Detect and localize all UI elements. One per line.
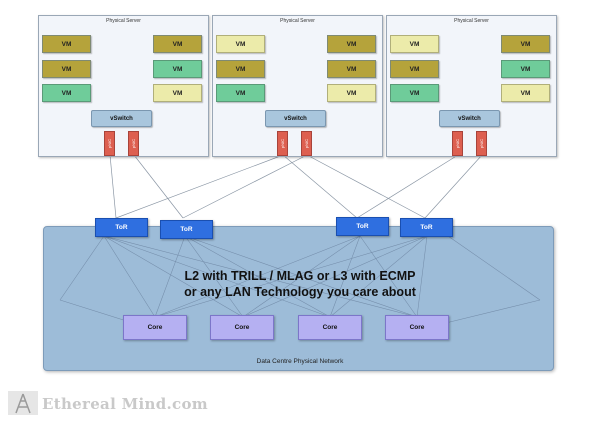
tor-switch[interactable]: ToR bbox=[160, 220, 213, 239]
vm-box[interactable]: VM bbox=[216, 84, 265, 102]
vm-box[interactable]: VM bbox=[42, 84, 91, 102]
network-footer-label: Data Centre Physical Network bbox=[256, 358, 344, 365]
vm-box[interactable]: VM bbox=[327, 60, 376, 78]
tor-switch[interactable]: ToR bbox=[95, 218, 148, 237]
core-switch[interactable]: Core bbox=[123, 315, 187, 340]
vm-box[interactable]: VM bbox=[501, 35, 550, 53]
network-headline: L2 with TRILL / MLAG or L3 with ECMP or … bbox=[140, 268, 460, 300]
vswitch-box[interactable]: vSwitch bbox=[265, 110, 326, 127]
vm-box[interactable]: VM bbox=[327, 84, 376, 102]
server-title: Physical Server bbox=[454, 18, 489, 24]
network-tower-icon bbox=[8, 391, 38, 415]
server-title: Physical Server bbox=[280, 18, 315, 24]
headline-line-1: L2 with TRILL / MLAG or L3 with ECMP bbox=[184, 269, 416, 283]
vm-box[interactable]: VM bbox=[153, 84, 202, 102]
headline-line-2: or any LAN Technology you care about bbox=[184, 285, 416, 299]
vm-box[interactable]: VM bbox=[42, 35, 91, 53]
pnic-box[interactable]: pNIC bbox=[476, 131, 487, 156]
vm-box[interactable]: VM bbox=[153, 35, 202, 53]
vm-box[interactable]: VM bbox=[216, 35, 265, 53]
server-title: Physical Server bbox=[106, 18, 141, 24]
tor-switch[interactable]: ToR bbox=[400, 218, 453, 237]
tor-switch[interactable]: ToR bbox=[336, 217, 389, 236]
pnic-box[interactable]: pNIC bbox=[128, 131, 139, 156]
core-switch[interactable]: Core bbox=[210, 315, 274, 340]
core-switch[interactable]: Core bbox=[385, 315, 449, 340]
vm-box[interactable]: VM bbox=[501, 60, 550, 78]
pnic-box[interactable]: pNIC bbox=[104, 131, 115, 156]
brand-logo-text: Ethereal Mind.com bbox=[42, 395, 208, 413]
core-switch[interactable]: Core bbox=[298, 315, 362, 340]
pnic-box[interactable]: pNIC bbox=[301, 131, 312, 156]
vm-box[interactable]: VM bbox=[501, 84, 550, 102]
vm-box[interactable]: VM bbox=[153, 60, 202, 78]
vm-box[interactable]: VM bbox=[390, 35, 439, 53]
vswitch-box[interactable]: vSwitch bbox=[439, 110, 500, 127]
vswitch-box[interactable]: vSwitch bbox=[91, 110, 152, 127]
pnic-box[interactable]: pNIC bbox=[277, 131, 288, 156]
vm-box[interactable]: VM bbox=[42, 60, 91, 78]
vm-box[interactable]: VM bbox=[327, 35, 376, 53]
vm-box[interactable]: VM bbox=[390, 60, 439, 78]
vm-box[interactable]: VM bbox=[390, 84, 439, 102]
pnic-box[interactable]: pNIC bbox=[452, 131, 463, 156]
vm-box[interactable]: VM bbox=[216, 60, 265, 78]
